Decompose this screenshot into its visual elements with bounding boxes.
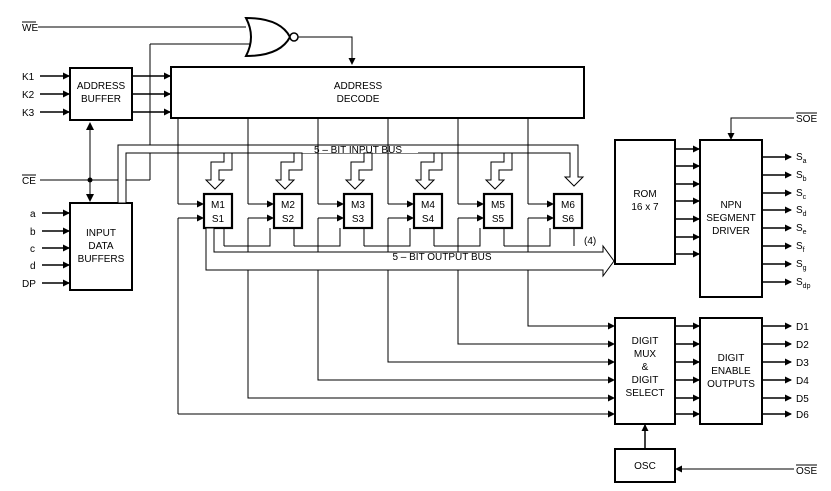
svg-text:D5: D5 bbox=[796, 394, 809, 405]
ce-signal: CE bbox=[22, 44, 151, 202]
svg-text:M1: M1 bbox=[211, 200, 225, 211]
digit-mux-block: DIGIT MUX & DIGIT SELECT bbox=[614, 317, 676, 425]
svg-text:NPN: NPN bbox=[720, 200, 741, 211]
svg-text:INPUT: INPUT bbox=[86, 228, 116, 239]
svg-text:BUFFERS: BUFFERS bbox=[78, 254, 125, 265]
address-decode-block: ADDRESS DECODE bbox=[170, 66, 585, 119]
svg-text:S6: S6 bbox=[562, 214, 575, 225]
osc-block: OSC bbox=[614, 448, 676, 483]
svg-text:D3: D3 bbox=[796, 358, 809, 369]
nor-gate bbox=[244, 16, 299, 58]
svg-text:c: c bbox=[30, 244, 35, 255]
memory-cell-5: M5 S5 bbox=[482, 192, 514, 230]
ose-signal: OSE bbox=[675, 464, 817, 477]
seg-f: Sf bbox=[796, 241, 805, 254]
input-bus: 5 – BIT INPUT BUS bbox=[117, 144, 585, 204]
mux-to-enable-lines bbox=[675, 322, 700, 418]
rom-to-driver-lines bbox=[675, 145, 700, 258]
seg-dp: Sdp bbox=[796, 277, 811, 290]
seg-g: Sg bbox=[796, 259, 807, 272]
ose-label: OSE bbox=[796, 466, 817, 477]
svg-text:a: a bbox=[30, 209, 36, 220]
svg-text:M3: M3 bbox=[351, 200, 365, 211]
svg-text:M4: M4 bbox=[421, 200, 435, 211]
select-lines bbox=[177, 214, 615, 418]
svg-text:M6: M6 bbox=[561, 200, 575, 211]
svg-text:DIGIT: DIGIT bbox=[632, 336, 659, 347]
address-buffer-block: ADDRESS BUFFER bbox=[69, 67, 133, 121]
svg-text:D1: D1 bbox=[796, 322, 809, 333]
svg-text:S1: S1 bbox=[212, 214, 225, 225]
svg-text:DATA: DATA bbox=[88, 241, 114, 252]
k2-label: K2 bbox=[22, 90, 35, 101]
seg-c: Sc bbox=[796, 188, 807, 201]
svg-text:ADDRESS: ADDRESS bbox=[334, 81, 383, 92]
soe-signal: SOE bbox=[727, 112, 817, 140]
ce-label: CE bbox=[22, 176, 36, 187]
svg-text:SELECT: SELECT bbox=[626, 388, 665, 399]
digit-outputs: D1 D2 D3 D4 D5 D6 bbox=[762, 322, 809, 421]
svg-text:S4: S4 bbox=[422, 214, 435, 225]
svg-text:d: d bbox=[30, 261, 36, 272]
svg-text:OSC: OSC bbox=[634, 461, 656, 472]
svg-text:S5: S5 bbox=[492, 214, 505, 225]
svg-text:DIGIT: DIGIT bbox=[632, 375, 659, 386]
svg-text:D2: D2 bbox=[796, 340, 809, 351]
we-label: WE bbox=[22, 23, 38, 34]
npn-segment-driver-block: NPN SEGMENT DRIVER bbox=[699, 139, 763, 298]
decode-lines bbox=[177, 118, 554, 208]
address-inputs: K1 K2 K3 bbox=[22, 72, 171, 119]
svg-text:OUTPUTS: OUTPUTS bbox=[707, 379, 755, 390]
digit-enable-outputs-block: DIGIT ENABLE OUTPUTS bbox=[699, 317, 763, 425]
svg-text:D6: D6 bbox=[796, 410, 809, 421]
data-inputs: a b c d DP bbox=[22, 209, 70, 290]
svg-text:MUX: MUX bbox=[634, 349, 657, 360]
input-data-buffers-block: INPUT DATA BUFFERS bbox=[69, 202, 133, 291]
svg-text:&: & bbox=[642, 362, 649, 373]
svg-text:DIGIT: DIGIT bbox=[718, 353, 745, 364]
memory-cell-6: M6 S6 bbox=[552, 192, 584, 230]
rom-bus-width: (4) bbox=[584, 236, 596, 247]
svg-text:DRIVER: DRIVER bbox=[712, 226, 750, 237]
k1-label: K1 bbox=[22, 72, 35, 83]
svg-text:SEGMENT: SEGMENT bbox=[706, 213, 755, 224]
svg-text:BUFFER: BUFFER bbox=[81, 94, 121, 105]
svg-text:ENABLE: ENABLE bbox=[711, 366, 751, 377]
seg-d: Sd bbox=[796, 205, 807, 218]
seg-e: Se bbox=[796, 223, 807, 236]
svg-text:ADDRESS: ADDRESS bbox=[77, 81, 126, 92]
k3-label: K3 bbox=[22, 108, 35, 119]
soe-label: SOE bbox=[796, 114, 817, 125]
svg-text:S2: S2 bbox=[282, 214, 295, 225]
memory-cell-2: M2 S2 bbox=[272, 192, 304, 230]
input-bus-label: 5 – BIT INPUT BUS bbox=[314, 145, 402, 156]
memory-cell-4: M4 S4 bbox=[412, 192, 444, 230]
svg-text:M2: M2 bbox=[281, 200, 295, 211]
svg-text:16 x 7: 16 x 7 bbox=[631, 202, 659, 213]
svg-text:M5: M5 bbox=[491, 200, 505, 211]
seg-a: Sa bbox=[796, 152, 807, 165]
svg-text:DECODE: DECODE bbox=[337, 94, 380, 105]
memory-cell-3: M3 S3 bbox=[342, 192, 374, 230]
rom-block: ROM 16 x 7 bbox=[614, 139, 676, 265]
segment-outputs: Sa Sb Sc Sd Se Sf Sg Sdp bbox=[762, 152, 811, 290]
svg-text:b: b bbox=[30, 227, 36, 238]
output-bus-label: 5 – BIT OUTPUT BUS bbox=[392, 252, 491, 263]
output-bus: 5 – BIT OUTPUT BUS (4) bbox=[205, 227, 615, 278]
we-signal: WE bbox=[22, 21, 246, 34]
memory-cell-1: M1 S1 bbox=[202, 192, 234, 230]
svg-text:DP: DP bbox=[22, 279, 36, 290]
svg-text:S3: S3 bbox=[352, 214, 365, 225]
seg-b: Sb bbox=[796, 170, 807, 183]
svg-text:ROM: ROM bbox=[633, 189, 656, 200]
svg-text:D4: D4 bbox=[796, 376, 809, 387]
